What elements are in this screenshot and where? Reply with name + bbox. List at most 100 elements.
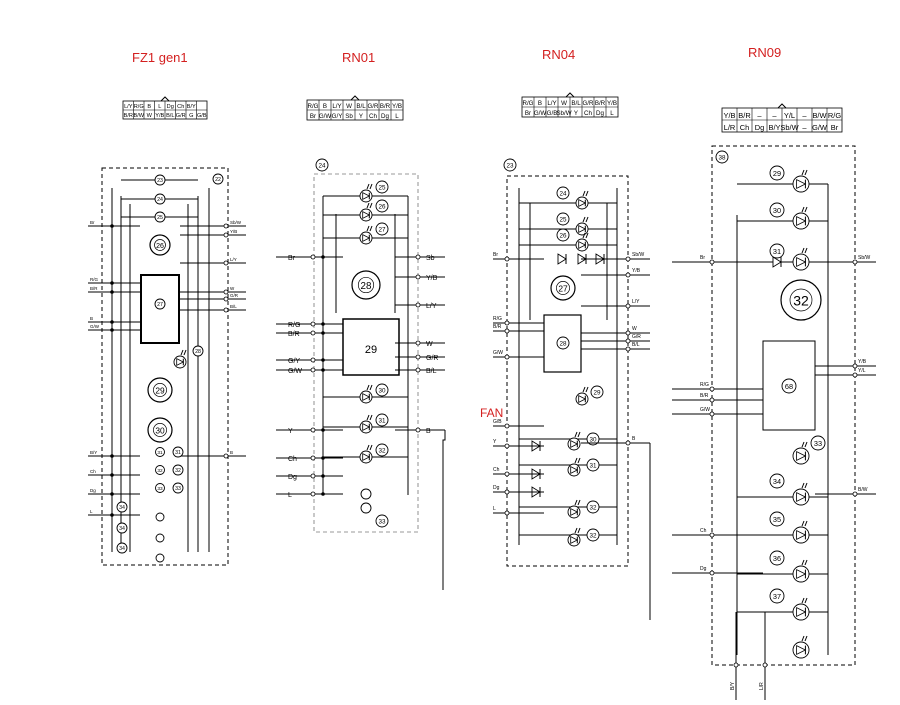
rn01-bulb-circle bbox=[360, 488, 372, 500]
junction-dot bbox=[321, 492, 325, 496]
terminal bbox=[310, 330, 316, 336]
terminal bbox=[310, 321, 316, 327]
junction-dot bbox=[110, 281, 114, 285]
rn09-left-wire-label: B/R bbox=[700, 393, 709, 399]
rn04-led-num-circle bbox=[556, 186, 570, 200]
rn09-connector-pin-label: – bbox=[757, 111, 762, 120]
terminal bbox=[310, 455, 316, 461]
terminal bbox=[310, 367, 316, 373]
terminal bbox=[852, 372, 858, 378]
rn04-led-31-ray bbox=[577, 457, 581, 464]
fz1-connector-pin-label: Y/B bbox=[155, 113, 164, 119]
rn04-right-wire-label: Y/B bbox=[632, 268, 641, 274]
rn01-led-26-ray bbox=[369, 202, 373, 209]
rn01-left-wire-label: G/Y bbox=[288, 358, 300, 365]
rn01-b-lead bbox=[442, 430, 446, 590]
rn04-connector-pin-label: L/Y bbox=[547, 100, 556, 107]
fz1-left-wire-label: G/W bbox=[90, 324, 100, 329]
fz1-left-wire-label: Br bbox=[90, 220, 95, 225]
junction-dot bbox=[321, 322, 325, 326]
rn04-right-wire-label: W bbox=[632, 326, 637, 332]
terminal bbox=[310, 254, 316, 260]
terminal bbox=[625, 256, 631, 262]
terminal bbox=[709, 532, 715, 538]
fz1-indicator-23: 23 bbox=[157, 178, 163, 184]
rn01-box-number-circle bbox=[315, 158, 329, 172]
rn01-led-32-ray bbox=[366, 444, 370, 451]
rn04-led-num-circle bbox=[556, 212, 570, 226]
rn01-led-26-triangle bbox=[362, 211, 371, 219]
rn09-left-wire-label: Dg bbox=[700, 566, 707, 572]
terminal bbox=[709, 411, 715, 417]
rn09-led-num: 30 bbox=[773, 206, 781, 215]
rn01-led-num: 30 bbox=[378, 388, 386, 395]
rn01-led-num: 31 bbox=[378, 418, 386, 425]
rn01-led-num: 32 bbox=[378, 448, 386, 455]
rn01-left-wire-label: R/G bbox=[288, 322, 300, 329]
rn09-connector-pin-label: Y/B bbox=[724, 111, 736, 120]
terminal bbox=[504, 256, 510, 262]
rn09-connector-pin-label: Dg bbox=[755, 123, 765, 132]
rn04-connector-pin-label: W bbox=[561, 100, 567, 107]
rn04-right-wire-label: G/R bbox=[632, 334, 641, 340]
rn09-led-bottom-triangle bbox=[796, 644, 807, 656]
rn04-led-30-triangle bbox=[570, 440, 579, 448]
rn09-ecu-num: 68 bbox=[785, 382, 793, 391]
rn09-led-33-ray bbox=[804, 441, 808, 448]
rn01-connector-pin-label: B/L bbox=[356, 103, 366, 110]
terminal bbox=[415, 427, 421, 433]
rn09-led-num: 35 bbox=[773, 515, 781, 524]
fz1-bulb-num-circle bbox=[172, 446, 184, 458]
rn09-led-num-circle bbox=[769, 243, 785, 259]
rn01-connector-pin-label: Br bbox=[310, 113, 316, 120]
rn04-title: RN04 bbox=[542, 47, 576, 62]
rn01-led-27-ray bbox=[366, 225, 370, 232]
terminal bbox=[709, 259, 715, 265]
fz1-right-wire-label: Y/B bbox=[230, 229, 237, 234]
fz1-indicator-25: 25 bbox=[157, 215, 163, 221]
fz1-lamp-26-lamp-inner bbox=[154, 239, 166, 251]
junction-dot bbox=[110, 513, 114, 517]
rn04-right-wire-label: B bbox=[632, 436, 636, 442]
rn01-gauge-num: 29 bbox=[365, 344, 377, 356]
rn04-diode bbox=[557, 253, 567, 265]
fz1-lamp-29-lamp bbox=[147, 377, 173, 403]
rn01-led-num-circle bbox=[375, 199, 389, 213]
terminal bbox=[504, 423, 510, 429]
fz1-right-wire-label: G/R bbox=[230, 293, 239, 298]
rn04-left-wire-label: B/R bbox=[493, 324, 502, 330]
rn01-bulb-circle bbox=[360, 502, 372, 514]
rn01-connector-pin-label: Y/B bbox=[392, 103, 402, 110]
rn01-box-number: 24 bbox=[318, 163, 326, 170]
fz1-left-wire-label: L bbox=[90, 509, 93, 514]
rn09-box-number-circle bbox=[715, 150, 729, 164]
fz1-connector-pin-label: Dg bbox=[167, 104, 174, 110]
rn04-left-wire-label: Y bbox=[493, 439, 497, 445]
fz1-bulb-num: 32 bbox=[175, 468, 181, 474]
rn04-gauge-num: 28 bbox=[559, 341, 567, 348]
rn04-led-32-triangle bbox=[570, 536, 579, 544]
rn04-led-num: 25 bbox=[559, 217, 567, 224]
rn01-led-26-ray bbox=[366, 202, 370, 209]
terminal bbox=[223, 307, 229, 313]
fz1-left-wire-label: B/Y bbox=[90, 450, 97, 455]
rn09-led-bottom-ray bbox=[804, 635, 808, 642]
rn09-led-31-triangle bbox=[796, 256, 807, 268]
fz1-led-num-circle bbox=[192, 345, 204, 357]
fz1-connector-pin-label: B/Y bbox=[187, 104, 196, 110]
rn01-led-32-triangle bbox=[362, 453, 371, 461]
fz1-connector-pin-label: G/R bbox=[176, 113, 186, 119]
fz1-bulb-33-circle bbox=[155, 483, 165, 493]
junction-dot bbox=[110, 290, 114, 294]
fz1-meter-box bbox=[101, 167, 229, 566]
terminal bbox=[415, 354, 421, 360]
junction-dot bbox=[110, 473, 114, 477]
rn09-connector-pin-label: – bbox=[802, 111, 807, 120]
fz1-lamp-30-lamp-inner bbox=[153, 423, 167, 437]
terminal bbox=[852, 363, 858, 369]
fz1-bulb-31-circle bbox=[155, 447, 165, 457]
rn09-led-37-triangle bbox=[796, 606, 807, 618]
fz1-gauge-num: 27 bbox=[157, 302, 163, 308]
fz1-lamp-30-lamp bbox=[147, 417, 173, 443]
